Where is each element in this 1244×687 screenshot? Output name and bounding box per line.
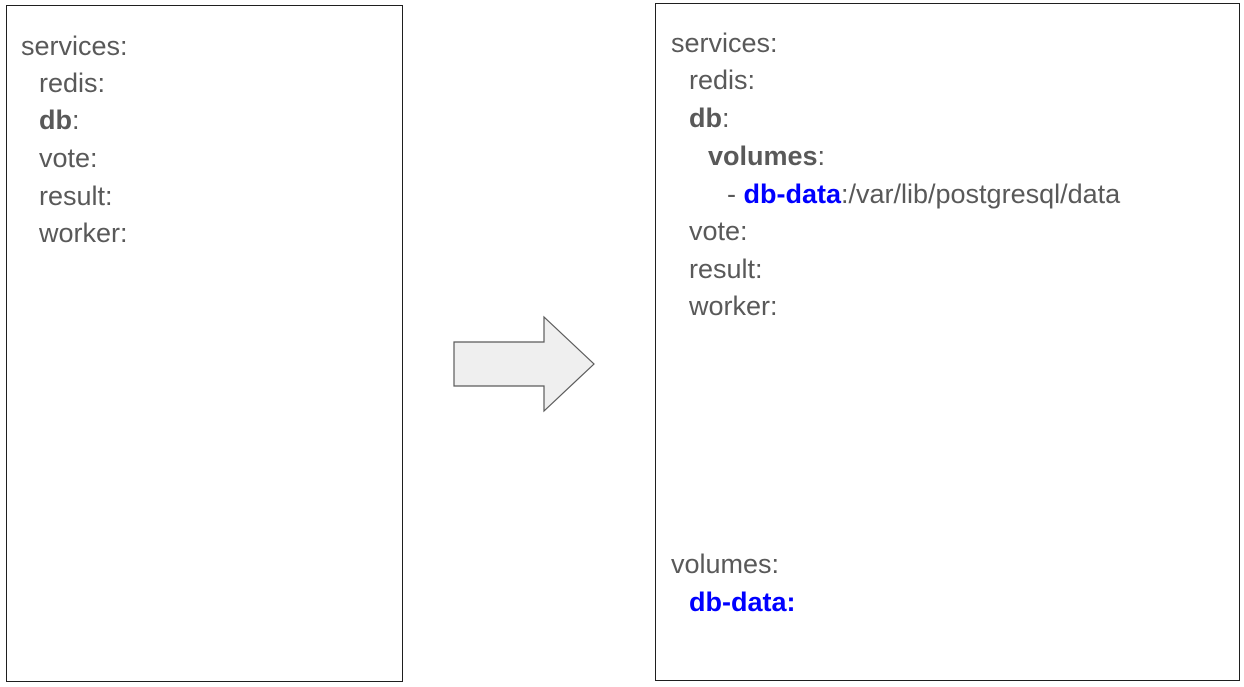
- db-colon: :: [72, 105, 80, 135]
- list-dash: -: [727, 179, 744, 209]
- worker-key: worker:: [39, 218, 128, 248]
- redis-line: redis:: [689, 65, 755, 95]
- volumes-colon: :: [817, 141, 826, 171]
- updated-compose-panel: services: redis: db: volumes: - db-data:…: [655, 3, 1240, 681]
- db-line: db:: [689, 103, 730, 133]
- right-arrow-icon: [453, 315, 595, 413]
- worker-line: worker:: [39, 218, 128, 248]
- original-compose-panel: services: redis: db: vote: result: worke…: [6, 5, 403, 682]
- db-line: db:: [39, 105, 80, 135]
- result-line: result:: [39, 181, 113, 211]
- vote-key: vote:: [689, 216, 748, 246]
- services-key: services:: [671, 28, 778, 58]
- services-key: services:: [21, 31, 128, 61]
- result-key: result:: [689, 254, 763, 284]
- top-volumes-key: volumes:: [671, 549, 780, 579]
- worker-line: worker:: [689, 291, 778, 321]
- volumes-key: volumes: [708, 141, 818, 171]
- services-line: services:: [671, 28, 778, 58]
- result-line: result:: [689, 254, 763, 284]
- arrow-shape: [453, 315, 595, 413]
- top-volume-entry: db-data:: [689, 587, 796, 617]
- vote-line: vote:: [39, 143, 98, 173]
- db-key: db: [689, 103, 722, 133]
- top-volumes-line: volumes:: [671, 549, 779, 579]
- redis-line: redis:: [39, 68, 105, 98]
- top-volume-entry-line: db-data:: [689, 587, 795, 617]
- worker-key: worker:: [689, 291, 778, 321]
- redis-key: redis:: [39, 68, 106, 98]
- result-key: result:: [39, 181, 113, 211]
- volume-mount-line: - db-data:/var/lib/postgresql/data: [727, 179, 1120, 209]
- volume-path: :/var/lib/postgresql/data: [841, 179, 1121, 209]
- volume-name: db-data: [743, 179, 842, 209]
- vote-line: vote:: [689, 216, 748, 246]
- db-colon: :: [722, 103, 730, 133]
- db-key: db: [39, 105, 72, 135]
- redis-key: redis:: [689, 65, 756, 95]
- vote-key: vote:: [39, 143, 98, 173]
- service-volumes-line: volumes:: [708, 141, 825, 171]
- services-line: services:: [21, 31, 128, 61]
